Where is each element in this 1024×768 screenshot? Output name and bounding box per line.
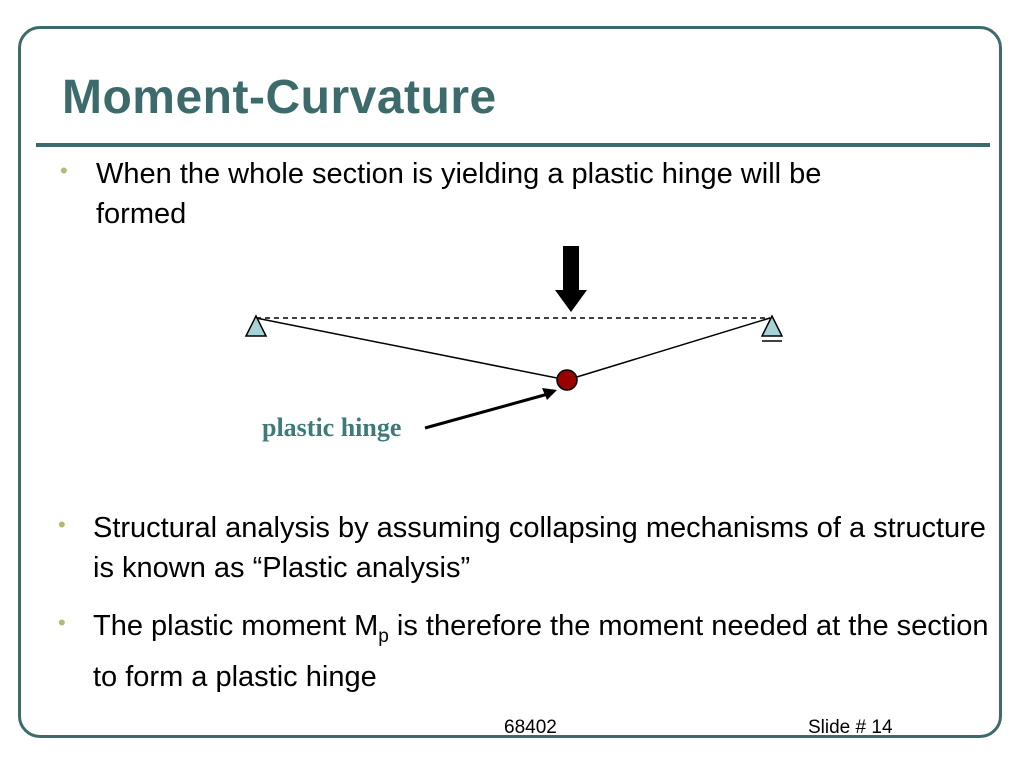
- bullet-dot: •: [58, 610, 66, 635]
- load-arrow-icon: [555, 290, 587, 312]
- hinge-pointer-line: [424, 392, 549, 430]
- slide-frame: [18, 26, 1002, 738]
- bullet-dot: •: [60, 158, 68, 183]
- title-divider: [36, 143, 990, 147]
- hinge-pointer-arrowhead-icon: [542, 388, 557, 400]
- bullet-dot: •: [58, 512, 66, 537]
- bullet-3-subscript: p: [378, 625, 389, 647]
- plastic-hinge-marker: [556, 369, 578, 391]
- deflected-beam-right: [566, 317, 771, 381]
- bullet-1: When the whole section is yielding a pla…: [96, 158, 822, 230]
- plastic-hinge-label: plastic hinge: [262, 413, 402, 442]
- bullet-2: Structural analysis by assuming collapsi…: [93, 512, 986, 584]
- left-support-icon: [244, 314, 268, 337]
- footer-course-number: 68402: [504, 717, 557, 738]
- load-arrow-shaft: [563, 246, 579, 292]
- bullet-3-text-after: is therefore the moment needed at the se…: [93, 610, 989, 693]
- right-support-icon: [760, 314, 784, 337]
- slide-title: Moment-Curvature: [62, 71, 497, 124]
- deflected-beam-left: [255, 317, 568, 381]
- bullet-3-text-before: The plastic moment M: [93, 610, 379, 642]
- bullet-3: The plastic moment Mp is therefore the m…: [93, 606, 993, 697]
- footer-slide-number: Slide # 14: [808, 717, 893, 738]
